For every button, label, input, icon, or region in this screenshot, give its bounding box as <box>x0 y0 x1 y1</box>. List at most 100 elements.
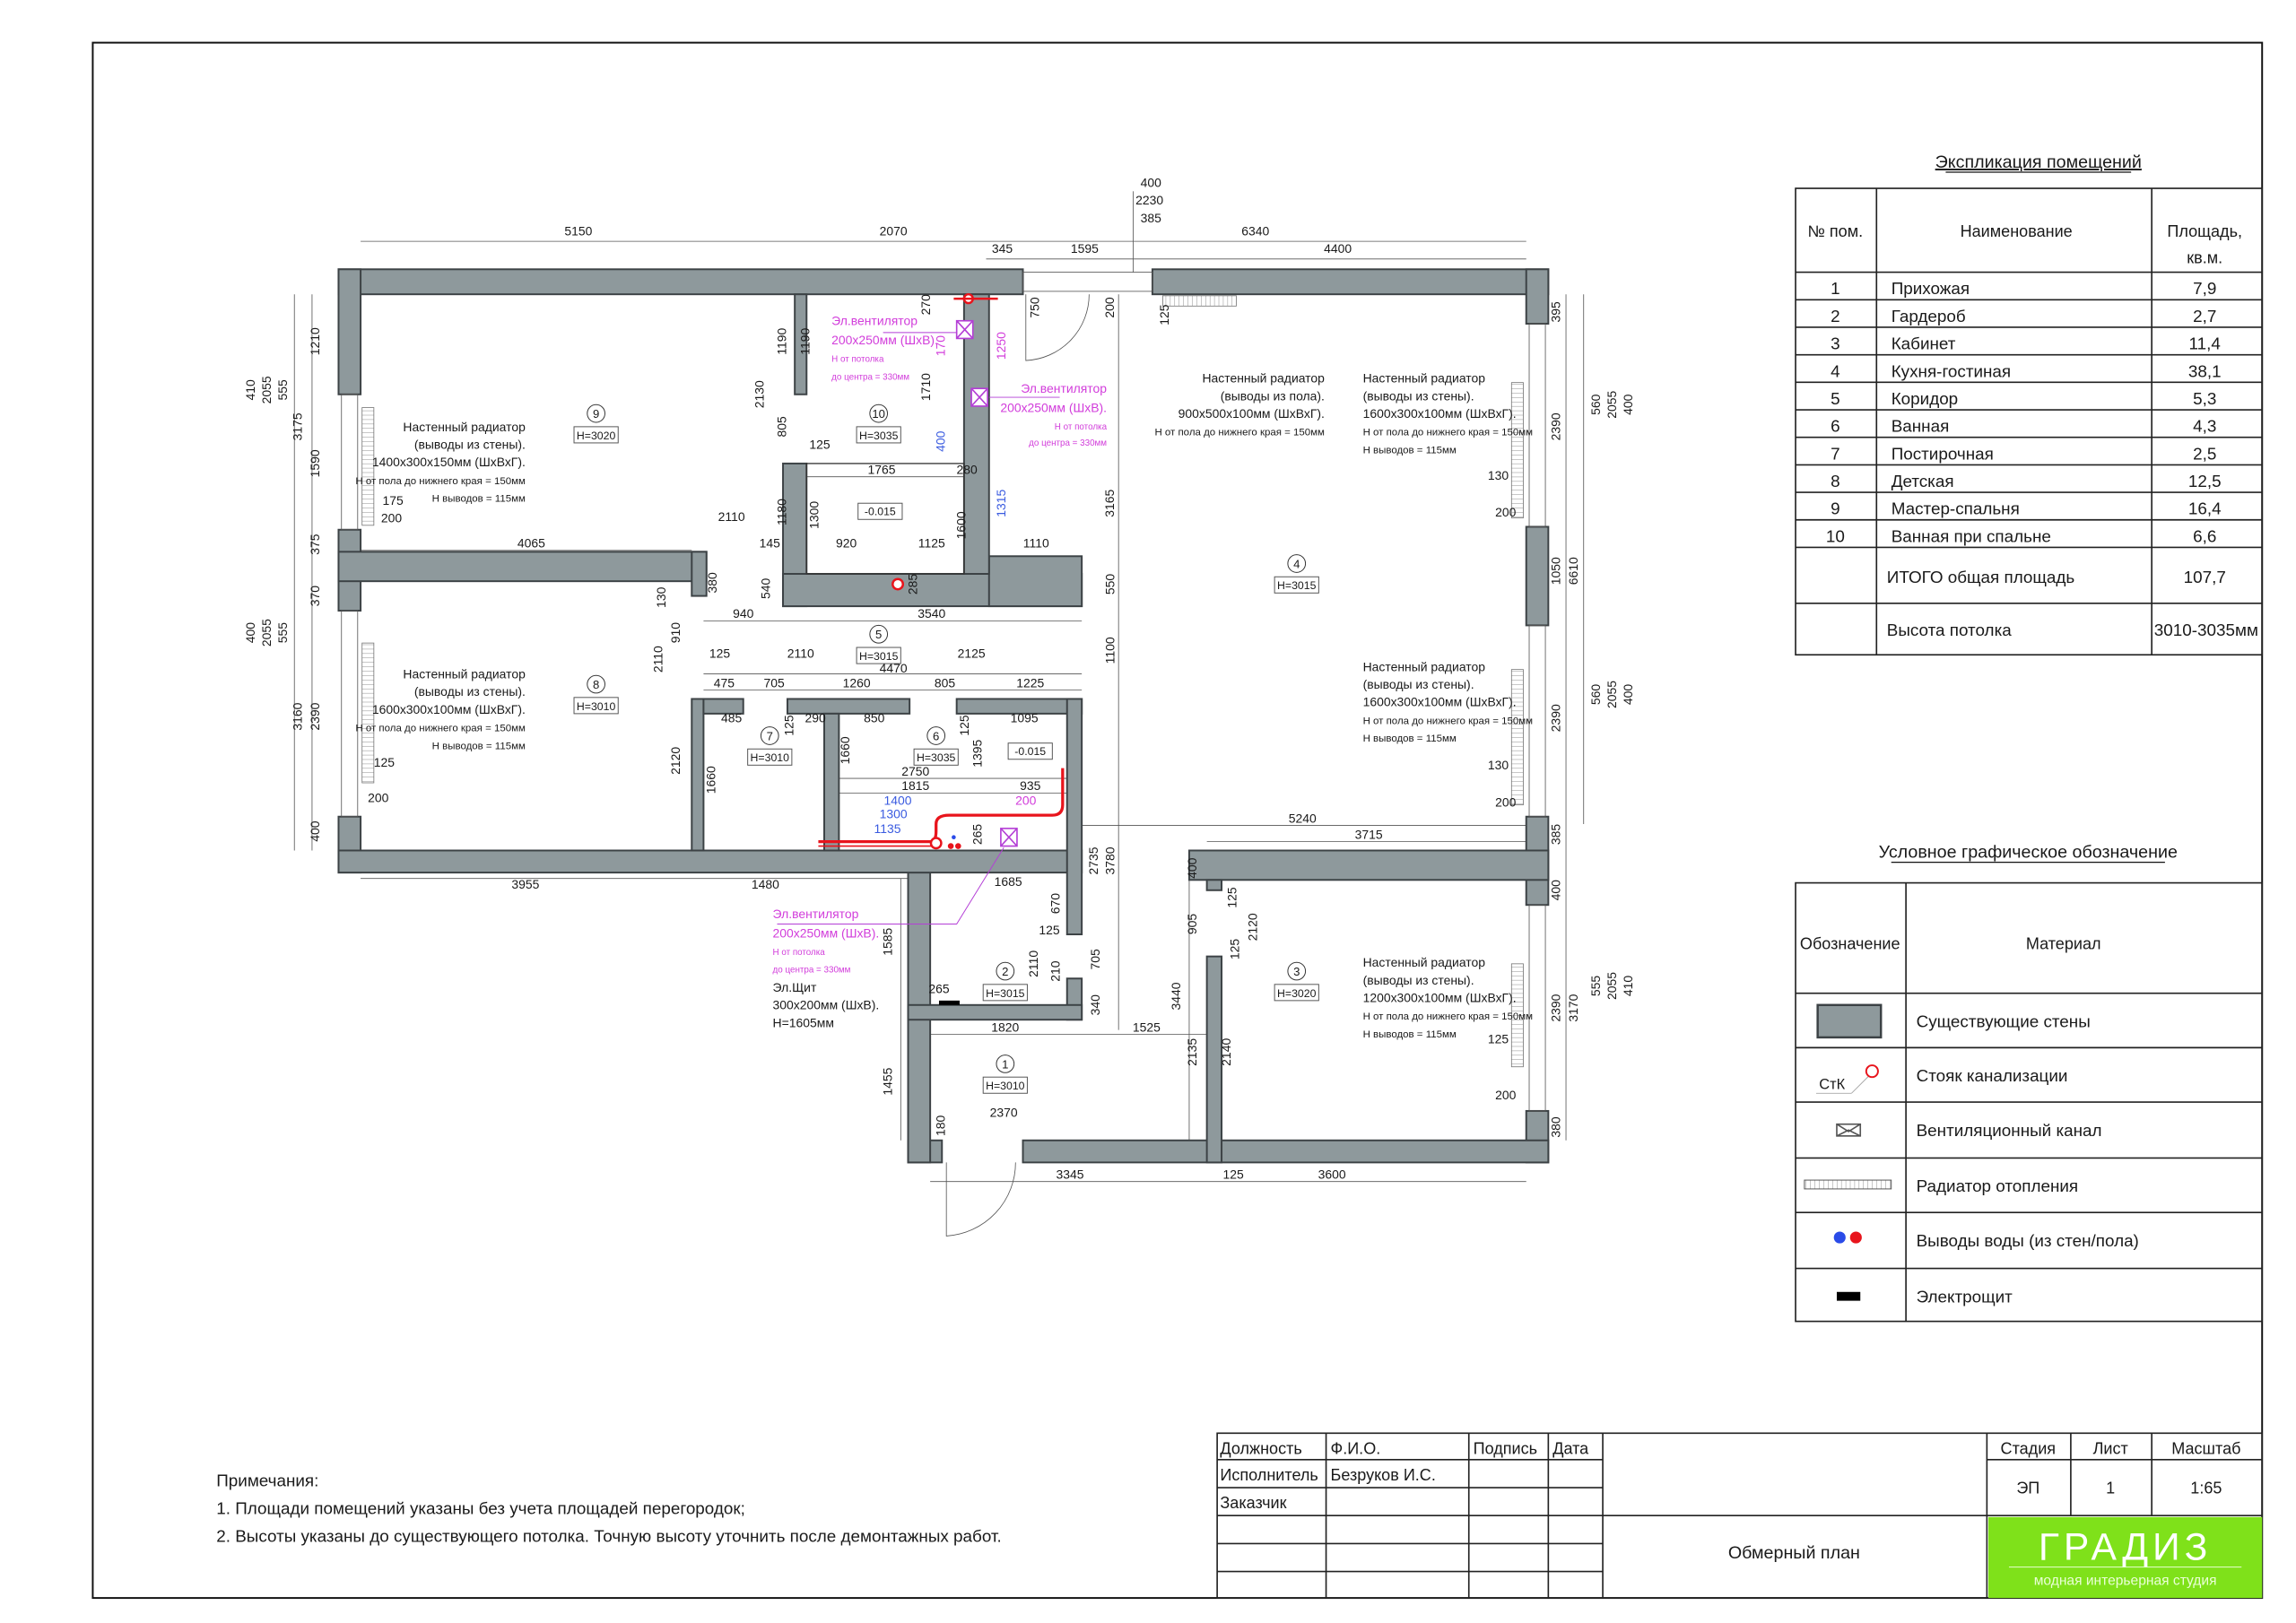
hot-water-icon <box>1849 1231 1862 1244</box>
radiator-note: Настенный радиатор <box>1363 659 1486 673</box>
electrical-panel-icon <box>938 1000 960 1005</box>
ventilator-note: 200x250мм (ШхВ). <box>773 925 880 940</box>
ceiling-height-box <box>913 748 959 766</box>
dimension-label: 5150 <box>564 224 592 239</box>
room-area-cell: 38,1 <box>2188 361 2222 380</box>
dimension-label: 3780 <box>1102 846 1117 874</box>
legend-item: Существующие стены <box>1917 1011 2091 1030</box>
dimension-label: 670 <box>1048 893 1063 915</box>
dimension-label: 920 <box>836 535 857 550</box>
radiator-notes: Настенный радиатор (выводы из стены). 1400… <box>355 371 1533 1040</box>
room-number-cell: 2 <box>1831 307 1840 325</box>
dimension-label: 125 <box>1157 304 1171 325</box>
room-ceiling-height: H=3035 <box>917 751 956 764</box>
ventilator-note: H от потолка <box>773 948 826 958</box>
room-area-cell: 2,5 <box>2193 444 2216 463</box>
legend-item: Выводы воды (из стен/пола) <box>1917 1231 2139 1250</box>
ceiling-height-box <box>573 697 619 715</box>
dimension-label: 2120 <box>668 747 683 775</box>
room-number-circle <box>926 726 946 745</box>
radiator-note: 1200x300x100мм (ШхВхГ). <box>1363 991 1517 1005</box>
radiator-note: H от пола до нижнего края = 150мм <box>1363 428 1534 438</box>
ceiling-height-box <box>982 1076 1028 1094</box>
column-header: № пом. <box>1808 222 1864 240</box>
dimension-label: 750 <box>1028 297 1042 318</box>
dimension-label: 805 <box>774 416 788 438</box>
water-outlet-icon <box>952 835 956 840</box>
room-number-cell: 5 <box>1831 389 1840 408</box>
studio-logo <box>1987 1516 2263 1599</box>
dimension-label: 1585 <box>880 927 894 955</box>
tb-header: Ф.И.О. <box>1330 1439 1380 1457</box>
ceiling-height-box <box>982 984 1028 1002</box>
column-header: Материал <box>2026 934 2101 952</box>
existing-walls <box>337 268 1550 1164</box>
tb-sheet-header: Лист <box>2093 1439 2128 1457</box>
dimension-label: 3440 <box>1169 982 1183 1010</box>
dimension-label: 3600 <box>1318 1167 1346 1181</box>
room-number-circle <box>869 624 889 644</box>
dimension-label: 555 <box>275 379 290 401</box>
electrical-panel-note: 300x200мм (ШхВ). <box>773 998 880 1012</box>
tb-role: Заказчик <box>1220 1494 1286 1512</box>
dimension-label: 145 <box>760 535 781 550</box>
dimension-label: 6610 <box>1566 557 1580 585</box>
room-name-cell: Кухня-гостиная <box>1892 361 2011 380</box>
room-number-circle <box>587 674 605 694</box>
radiator-note: Настенный радиатор <box>1363 955 1486 969</box>
dimension-label: 1300 <box>880 806 908 820</box>
tb-header: Дата <box>1552 1439 1589 1457</box>
floor-level-box <box>1007 742 1053 760</box>
dimension-label: 3955 <box>511 877 539 891</box>
dimension-label: 200 <box>381 511 403 525</box>
ventilator-note: 200x250мм (ШхВ). <box>831 333 938 347</box>
dimension-label: 1260 <box>843 675 871 690</box>
dimension-label: 125 <box>709 647 731 661</box>
room-area-cell: 6,6 <box>2193 526 2216 545</box>
tb-stage-value: ЭП <box>2016 1480 2039 1497</box>
room-ceiling-height: H=3010 <box>577 700 616 713</box>
dimension-label: 125 <box>1224 887 1239 908</box>
dimension-label: 1600 <box>954 511 969 539</box>
total-area-value: 107,7 <box>2184 568 2226 586</box>
room-number: 7 <box>767 729 773 742</box>
dimension-label: 3175 <box>290 412 304 440</box>
dimension-label: 175 <box>383 493 404 508</box>
dimension-label: 2055 <box>1605 391 1619 419</box>
radiator-note: H выводов = 115мм <box>432 494 526 505</box>
room-area-cell: 4,3 <box>2193 417 2216 436</box>
ventilator-note: H от потолка <box>831 355 884 365</box>
vent-duct-icon <box>955 319 974 340</box>
dimension-label: 1765 <box>867 462 895 476</box>
radiator-note: H выводов = 115мм <box>432 741 526 751</box>
dimension-label: 200 <box>1495 794 1517 809</box>
room-number: 9 <box>593 407 599 421</box>
vent-ducts <box>777 319 1060 925</box>
ceiling-height-value: 3010-3035мм <box>2154 621 2258 639</box>
dimension-label: 1590 <box>308 449 322 477</box>
room-ceiling-height: H=3010 <box>986 1080 1025 1092</box>
radiator-note: H выводов = 115мм <box>1363 733 1457 744</box>
room-ceiling-height: H=3020 <box>577 430 616 442</box>
dimension-label: 5240 <box>1289 811 1317 825</box>
dimension-label: 385 <box>1141 211 1162 225</box>
room-name-cell: Кабинет <box>1892 334 1956 353</box>
radiator-note: (выводы из стены). <box>414 437 526 451</box>
dimension-label: 705 <box>764 675 786 690</box>
dimension-label: 1480 <box>752 877 779 891</box>
dimension-label: 200 <box>1495 505 1517 519</box>
dimension-label: 1595 <box>1071 241 1099 256</box>
dimension-label: 2750 <box>901 764 929 778</box>
room-number-circle <box>760 726 779 745</box>
dimension-label: 1210 <box>308 327 322 355</box>
radiator-note: (выводы из пола). <box>1221 388 1325 403</box>
room-number-cell: 4 <box>1831 361 1840 380</box>
dimension-label: 1400 <box>884 794 912 808</box>
room-name-cell: Коридор <box>1892 389 1958 408</box>
note-item: 1. Площади помещений указаны без учета п… <box>216 1499 745 1518</box>
room-area-cell: 16,4 <box>2188 499 2222 518</box>
dimension-label: 410 <box>1621 976 1635 997</box>
dimension-label: 125 <box>957 715 971 736</box>
room-number: 1 <box>1002 1057 1008 1071</box>
room-number-cell: 3 <box>1831 334 1840 353</box>
